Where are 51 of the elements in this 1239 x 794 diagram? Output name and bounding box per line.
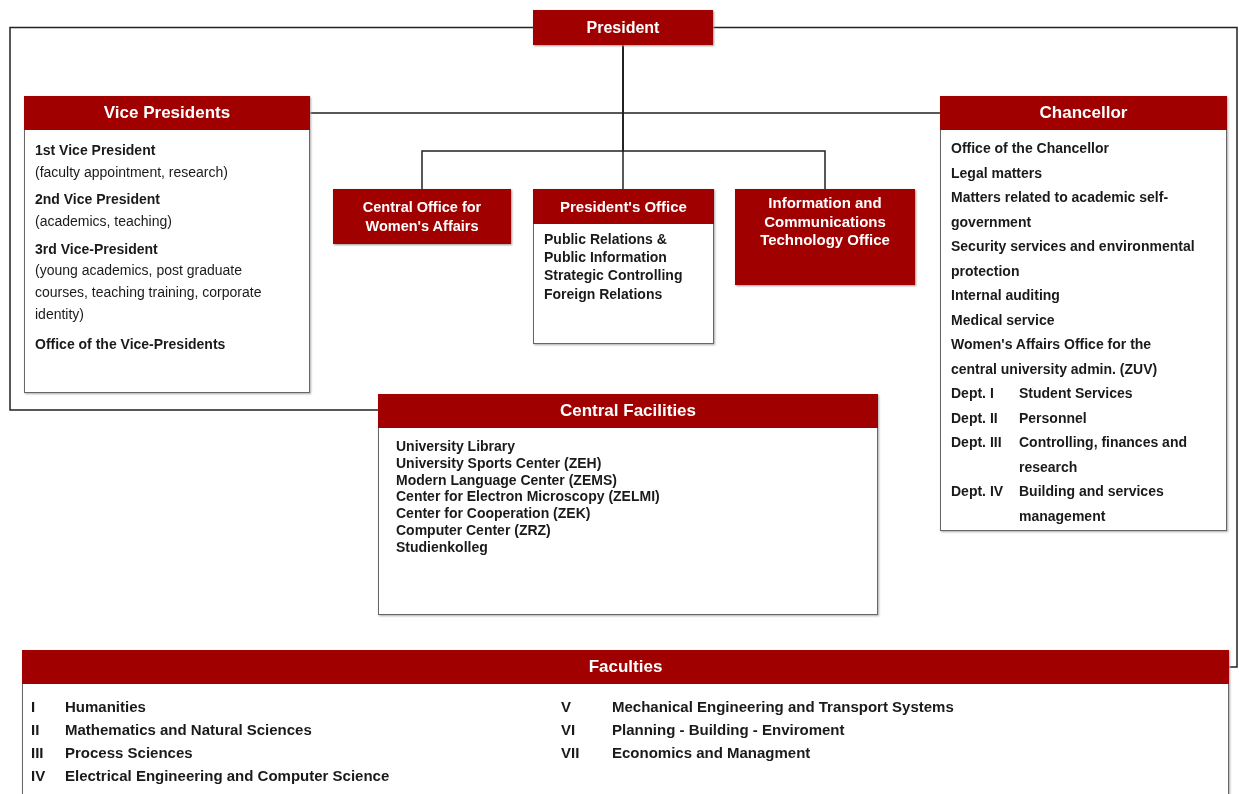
- list-item: Dept. IV Building and services management: [951, 482, 1165, 526]
- list-item: Studienkolleg: [396, 538, 489, 556]
- box-header: Chancellor: [940, 96, 1227, 130]
- list-item: Matters related to academic self-government: [951, 188, 1170, 232]
- list-item: Center for Cooperation (ZEK): [396, 505, 592, 522]
- list-item: Dept. III Controlling, finances and research: [951, 433, 1188, 477]
- list-item: Office of the Chancellor: [951, 139, 1110, 158]
- list-item: V Mechanical Engineering and Transport Systems: [561, 697, 954, 717]
- list-item: II Mathematics and Natural Sciences: [31, 719, 313, 740]
- list-item: Modern Language Center (ZEMS): [396, 471, 618, 489]
- title-box: President: [533, 10, 713, 45]
- department-box: [24, 96, 310, 393]
- box-header: President's Office: [533, 189, 714, 224]
- list-item: University Library: [396, 438, 517, 455]
- list-item: (young academics, post graduate courses, teaching training, corporate identity): [35, 261, 263, 324]
- list-item: Foreign Relations: [544, 284, 664, 303]
- list-item: Strategic Controlling: [544, 266, 684, 285]
- list-item: Office of the Vice-Presidents: [35, 334, 227, 354]
- department-box: [533, 189, 714, 344]
- list-item: Legal matters: [951, 163, 1044, 183]
- list-item: 3rd Vice-President: [35, 239, 159, 259]
- box-header: Central Facilities: [378, 394, 878, 428]
- list-item: VII Economics and Managment: [561, 742, 812, 763]
- list-item: Dept. II Personnel: [951, 408, 1088, 428]
- list-item: Medical service: [951, 310, 1056, 330]
- list-item: Dept. I Student Services: [951, 384, 1134, 403]
- list-item: Computer Center (ZRZ): [396, 522, 552, 539]
- list-item: IV Electrical Engineering and Computer Science: [31, 765, 391, 786]
- list-item: (academics, teaching): [35, 212, 173, 232]
- connector-line: [9, 26, 534, 411]
- list-item: (faculty appointment, research): [35, 162, 229, 182]
- list-item: 1st Vice President: [35, 141, 157, 160]
- list-item: I Humanities: [31, 697, 147, 717]
- department-box: [22, 650, 1229, 794]
- list-item: VI Planning - Building - Enviroment: [561, 719, 846, 740]
- list-item: III Process Sciences: [31, 742, 194, 763]
- box-header: Faculties: [22, 650, 1229, 684]
- connector-line: [712, 26, 1238, 668]
- connector-line: [622, 44, 826, 190]
- list-item: Center for Electron Microscopy (ZELMI): [396, 488, 661, 506]
- department-box: [378, 394, 878, 615]
- list-item: 2nd Vice President: [35, 190, 161, 210]
- list-item: Public Relations & Public Information: [544, 230, 668, 267]
- list-item: Security services and environmental protection: [951, 237, 1196, 281]
- title-box: Information and Communications Technology Office: [735, 189, 915, 285]
- list-item: Internal auditing: [951, 286, 1061, 305]
- title-box: Central Office for Women's Affairs: [333, 189, 511, 244]
- department-box: [940, 96, 1227, 531]
- box-header: Vice Presidents: [24, 96, 310, 130]
- list-item: University Sports Center (ZEH): [396, 454, 603, 472]
- list-item: Women's Affairs Office for the central university admin. (ZUV): [951, 335, 1159, 379]
